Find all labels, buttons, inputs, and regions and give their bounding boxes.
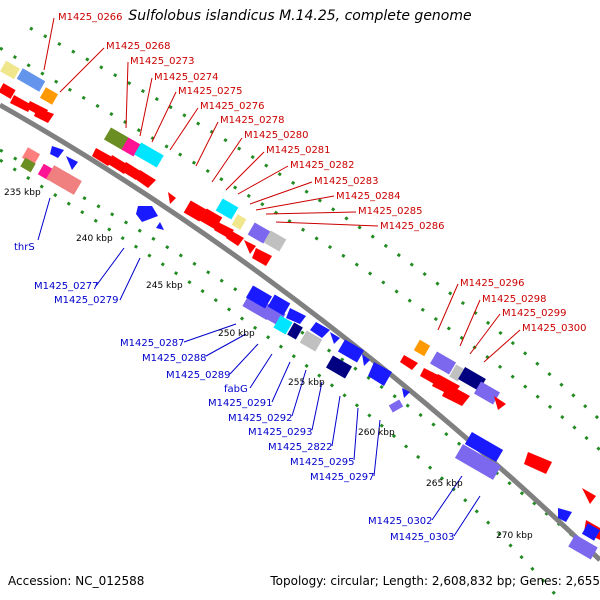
gene-label: M1425_0289 bbox=[166, 370, 231, 381]
reverse-gene-labels[interactable]: thrS M1425_0277 M1425_0279 M1425_0287 M1… bbox=[14, 242, 455, 543]
kbp-label: 265 kbp bbox=[426, 479, 463, 489]
gene-label: M1425_0286 bbox=[380, 221, 445, 232]
kbp-label: 250 kbp bbox=[218, 329, 255, 339]
gene-label: M1425_0296 bbox=[460, 278, 525, 289]
leader-lines bbox=[37, 17, 521, 537]
gene-label: M1425_0300 bbox=[522, 323, 587, 334]
gene-label: M1425_0302 bbox=[368, 516, 433, 527]
gene-label: M1425_0266 bbox=[58, 12, 123, 23]
gene-label: M1425_2822 bbox=[268, 442, 333, 453]
gene-label: M1425_0287 bbox=[120, 338, 185, 349]
tick-dot-lines bbox=[0, 26, 600, 600]
gene-label: M1425_0278 bbox=[220, 115, 285, 126]
gene-label: M1425_0291 bbox=[208, 398, 273, 409]
gene-label: fabG bbox=[224, 384, 248, 395]
topology-text: Topology: circular; Length: 2,608,832 bp… bbox=[270, 574, 600, 588]
gene-label: M1425_0273 bbox=[130, 56, 195, 67]
gene-label: M1425_0277 bbox=[34, 281, 99, 292]
gene-label: M1425_0297 bbox=[310, 472, 375, 483]
gene-label: M1425_0284 bbox=[336, 191, 401, 202]
accession-text: Accession: NC_012588 bbox=[8, 574, 145, 588]
gene-label: M1425_0279 bbox=[54, 295, 119, 306]
kbp-scale-labels: 235 kbp 240 kbp 245 kbp 250 kbp 255 kbp … bbox=[4, 188, 533, 541]
genome-backbone bbox=[0, 102, 600, 562]
kbp-label: 235 kbp bbox=[4, 188, 41, 198]
gene-label: M1425_0274 bbox=[154, 72, 219, 83]
gene-label: M1425_0295 bbox=[290, 457, 355, 468]
gene-label: M1425_0275 bbox=[178, 86, 243, 97]
gene-label: M1425_0283 bbox=[314, 176, 379, 187]
gene-label: M1425_0276 bbox=[200, 101, 265, 112]
kbp-label: 260 kbp bbox=[358, 428, 395, 438]
kbp-label: 245 kbp bbox=[146, 281, 183, 291]
kbp-label: 240 kbp bbox=[76, 234, 113, 244]
map-title: Sulfolobus islandicus M.14.25, complete … bbox=[128, 8, 472, 24]
kbp-label: 270 kbp bbox=[496, 531, 533, 541]
gene-label: M1425_0292 bbox=[228, 413, 293, 424]
gene-label: M1425_0282 bbox=[290, 160, 355, 171]
forward-gene-labels[interactable]: M1425_0266 M1425_0268 M1425_0273 M1425_0… bbox=[58, 12, 587, 334]
gene-label: M1425_0298 bbox=[482, 294, 547, 305]
gene-label: M1425_0280 bbox=[244, 130, 309, 141]
gene-label: M1425_0303 bbox=[390, 532, 455, 543]
gene-label: M1425_0268 bbox=[106, 41, 171, 52]
gene-label: M1425_0288 bbox=[142, 353, 207, 364]
gene-label: thrS bbox=[14, 242, 35, 253]
gene-label: M1425_0281 bbox=[266, 145, 331, 156]
forward-genes[interactable] bbox=[0, 60, 600, 540]
reverse-genes[interactable] bbox=[20, 146, 600, 560]
gene-label: M1425_0293 bbox=[248, 427, 313, 438]
kbp-label: 255 kbp bbox=[288, 378, 325, 388]
gene-label: M1425_0299 bbox=[502, 308, 567, 319]
gene-label: M1425_0285 bbox=[358, 206, 423, 217]
